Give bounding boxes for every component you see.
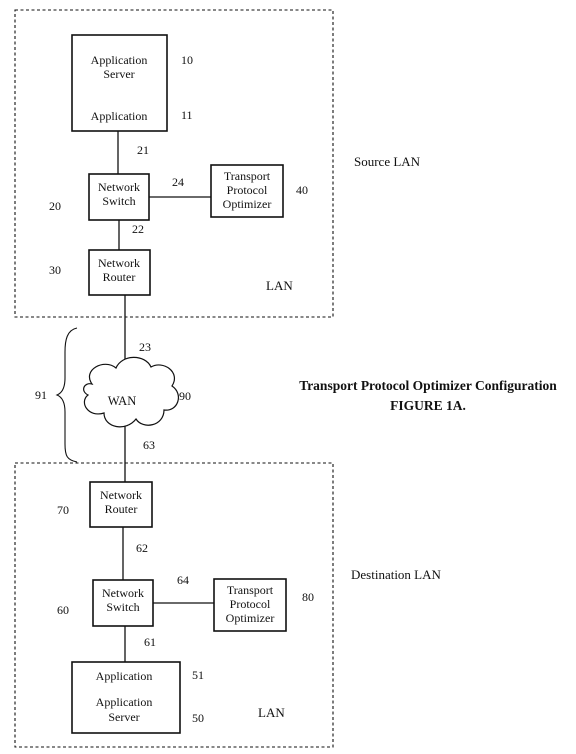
ref-22: 22 bbox=[132, 222, 144, 236]
source-lan-region-label: Source LAN bbox=[354, 154, 421, 169]
source-network-router-box bbox=[88, 249, 151, 296]
ref-11: 11 bbox=[181, 108, 193, 122]
source-lan-label: LAN bbox=[266, 278, 293, 293]
destination-optimizer-line3: Optimizer bbox=[226, 611, 275, 625]
source-router-line2: Router bbox=[103, 270, 136, 284]
source-switch-line1: Network bbox=[98, 180, 140, 194]
wan-label: WAN bbox=[108, 394, 136, 408]
wan-cloud bbox=[83, 356, 180, 428]
source-switch-line2: Switch bbox=[102, 194, 135, 208]
ref-90: 90 bbox=[179, 389, 191, 403]
ref-30: 30 bbox=[49, 263, 61, 277]
destination-app-server-name-line2: Server bbox=[108, 710, 139, 724]
destination-router-line2: Router bbox=[105, 502, 138, 516]
ref-64: 64 bbox=[177, 573, 189, 587]
wan-span-brace bbox=[55, 327, 78, 463]
ref-91: 91 bbox=[35, 388, 47, 402]
ref-61: 61 bbox=[144, 635, 156, 649]
source-application-label: Application bbox=[91, 109, 148, 123]
destination-application-label: Application bbox=[96, 669, 153, 683]
figure-caption-title: Transport Protocol Optimizer Configurati… bbox=[299, 378, 557, 393]
ref-40: 40 bbox=[296, 183, 308, 197]
destination-transport-optimizer-box bbox=[213, 578, 287, 632]
source-transport-optimizer-box bbox=[210, 164, 284, 218]
destination-app-server-name-line1: Application bbox=[96, 695, 153, 709]
ref-80: 80 bbox=[302, 590, 314, 604]
ref-63: 63 bbox=[143, 438, 155, 452]
source-network-switch-box bbox=[88, 173, 150, 221]
ref-51: 51 bbox=[192, 668, 204, 682]
source-application-server-box bbox=[71, 34, 168, 132]
ref-70: 70 bbox=[57, 503, 69, 517]
source-app-server-name-line1: Application bbox=[91, 53, 148, 67]
destination-optimizer-line1: Transport bbox=[227, 583, 274, 597]
source-app-server-name-line2: Server bbox=[103, 67, 134, 81]
source-optimizer-line2: Protocol bbox=[227, 183, 268, 197]
figure-caption-number: FIGURE 1A. bbox=[390, 398, 466, 413]
destination-switch-line1: Network bbox=[102, 586, 144, 600]
ref-10: 10 bbox=[181, 53, 193, 67]
destination-lan-boundary bbox=[14, 462, 334, 748]
destination-lan-label: LAN bbox=[258, 705, 285, 720]
destination-router-line1: Network bbox=[100, 488, 142, 502]
destination-optimizer-line2: Protocol bbox=[230, 597, 271, 611]
ref-62: 62 bbox=[136, 541, 148, 555]
destination-lan-region-label: Destination LAN bbox=[351, 567, 442, 582]
destination-switch-line2: Switch bbox=[106, 600, 139, 614]
ref-60: 60 bbox=[57, 603, 69, 617]
source-optimizer-line1: Transport bbox=[224, 169, 271, 183]
destination-network-router-box bbox=[89, 481, 153, 528]
ref-21: 21 bbox=[137, 143, 149, 157]
ref-20: 20 bbox=[49, 199, 61, 213]
destination-application-server-box bbox=[71, 661, 181, 734]
ref-50: 50 bbox=[192, 711, 204, 725]
ref-23: 23 bbox=[139, 340, 151, 354]
source-optimizer-line3: Optimizer bbox=[223, 197, 272, 211]
source-router-line1: Network bbox=[98, 256, 140, 270]
ref-24: 24 bbox=[172, 175, 184, 189]
destination-network-switch-box bbox=[92, 579, 154, 627]
source-lan-boundary bbox=[14, 9, 334, 318]
